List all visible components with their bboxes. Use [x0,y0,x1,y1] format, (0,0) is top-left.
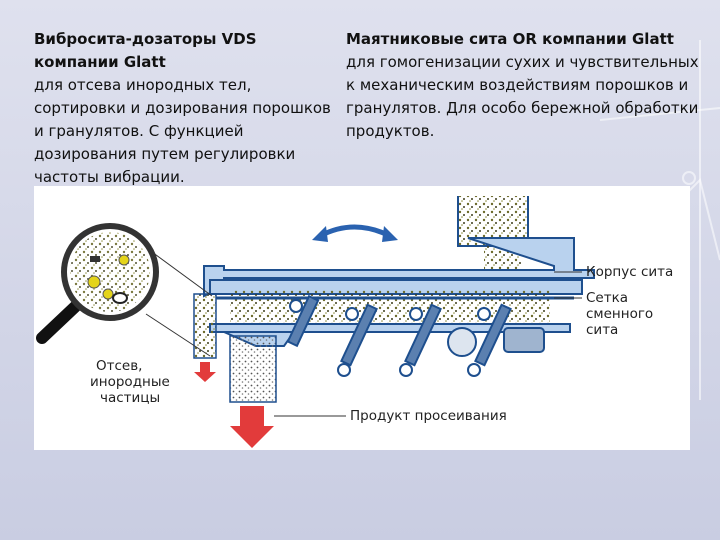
housing-label: Корпус сита [586,264,673,280]
mesh-label-line-1: Сетка [586,290,628,306]
link-pivots [289,299,491,377]
right-description: Маятниковые сита OR компании Glatt для г… [346,28,706,143]
magnifier-callout-line [151,251,213,297]
oscillation-arrow-right-head [382,226,398,242]
drive-motor [503,327,545,353]
product-label: Продукт просеивания [350,408,507,424]
or-title: Маятниковые сита OR компании Glatt [346,30,674,48]
reject-chute [193,293,217,359]
product-outlet-column [229,335,277,403]
reject-label-line-3: частицы [100,390,160,406]
reject-label-line-2: инородные [90,374,170,390]
oscillation-arrow-left-head [312,226,328,242]
reject-label-line-1: Отсев, [96,358,142,374]
pendulum-links [286,294,512,367]
magnifier-icon [36,223,159,344]
oscillation-arrow-icon [318,224,392,239]
vds-title: Вибросита-дозаторы VDS компании Glatt [34,30,257,71]
drive-flywheel [447,327,477,357]
mesh-label-line-2: сменного [586,306,653,322]
or-description: для гомогенизации сухих и чувствительных… [346,53,699,140]
left-description: Вибросита-дозаторы VDS компании Glatt дл… [34,28,334,189]
vds-description: для отсева инородных тел, сортировки и д… [34,76,331,186]
reject-outlet-arrow-icon [194,362,216,382]
magnifier-callout-line-2 [145,313,211,357]
sieve-diagram-panel: Корпус сита Сетка сменного сита Отсев, и… [34,186,690,450]
mesh-label-line-3: сита [586,322,618,338]
product-outlet-arrow-icon [230,406,274,448]
